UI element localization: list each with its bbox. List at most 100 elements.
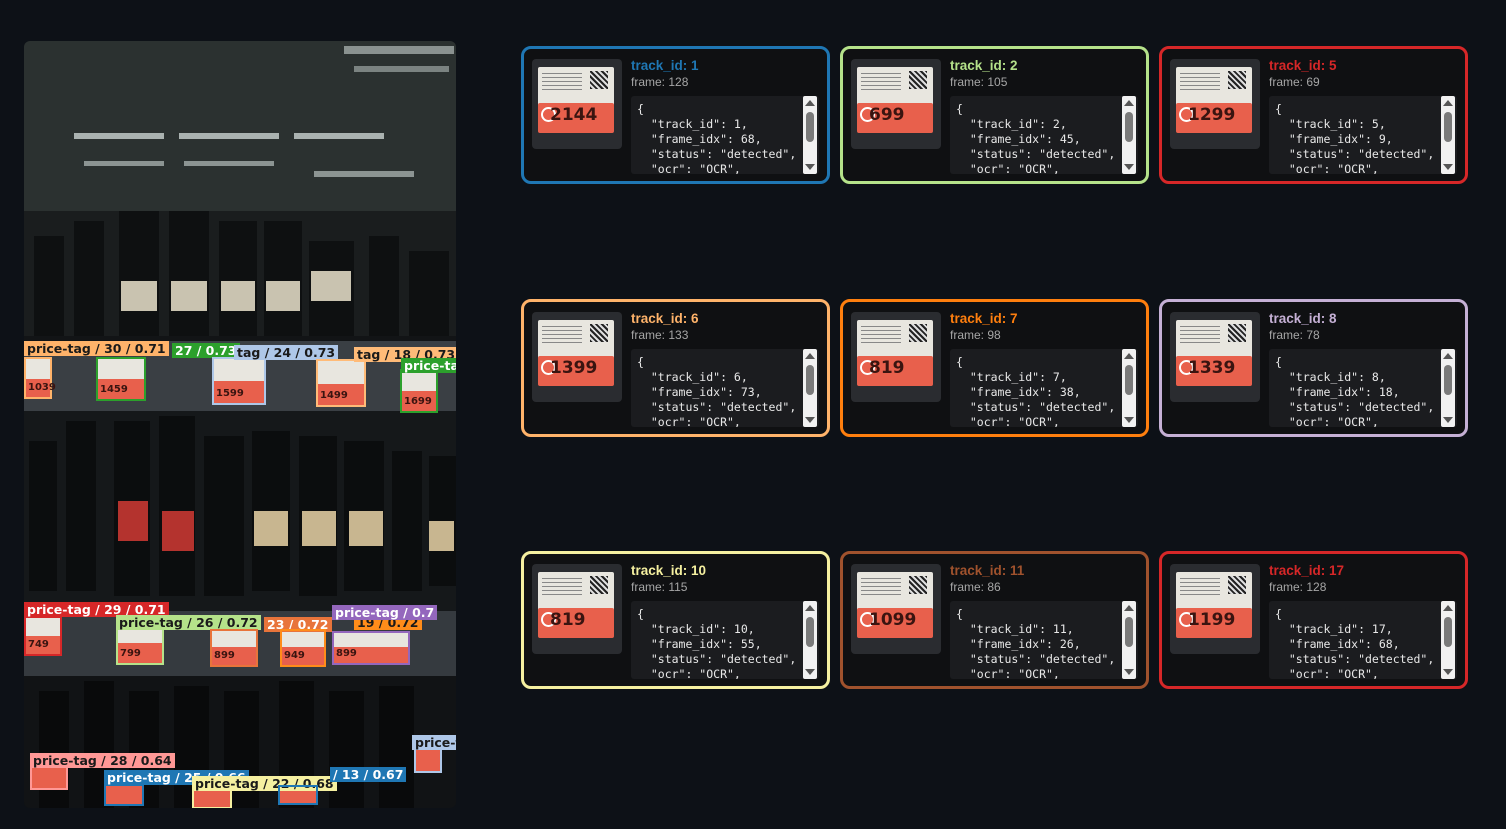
json-line: "track_id": 5,	[1275, 117, 1386, 131]
price-tag-thumbnail: 1399	[532, 312, 622, 402]
tag-price: 1299	[1188, 105, 1236, 125]
qr-code-icon	[1228, 576, 1246, 594]
json-scrollbar[interactable]	[1122, 601, 1136, 679]
json-line: "track_id": 17,	[1275, 622, 1393, 636]
json-line: "frame_idx": 9,	[1275, 132, 1393, 146]
scroll-thumb[interactable]	[1125, 617, 1133, 647]
detection-box	[332, 631, 410, 665]
detection-price: 1699	[404, 396, 432, 407]
detection-label: price-tag / 26 / 0.72	[116, 615, 261, 630]
json-line: "frame_idx": 38,	[956, 385, 1081, 399]
scroll-up-icon[interactable]	[1443, 100, 1453, 106]
track-id-title: track_id: 7	[950, 311, 1018, 326]
scroll-thumb[interactable]	[1444, 617, 1452, 647]
scroll-thumb[interactable]	[806, 617, 814, 647]
tag-text-lines	[861, 326, 901, 346]
qr-code-icon	[590, 324, 608, 342]
json-scrollbar[interactable]	[803, 601, 817, 679]
track-card[interactable]: 819 track_id: 7 frame: 98 { "track_id": …	[840, 299, 1149, 437]
price-tag-thumbnail: 1339	[1170, 312, 1260, 402]
scroll-down-icon[interactable]	[1124, 669, 1134, 675]
discount-badge-icon	[860, 107, 875, 122]
scroll-down-icon[interactable]	[805, 669, 815, 675]
track-card[interactable]: 699 track_id: 2 frame: 105 { "track_id":…	[840, 46, 1149, 184]
json-line: {	[637, 102, 644, 116]
json-scrollbar[interactable]	[1441, 349, 1455, 427]
discount-badge-icon	[541, 360, 556, 375]
json-line: "frame_idx": 26,	[956, 637, 1081, 651]
json-scrollbar[interactable]	[803, 349, 817, 427]
json-line: "frame_idx": 18,	[1275, 385, 1400, 399]
scroll-thumb[interactable]	[1444, 365, 1452, 395]
discount-badge-icon	[1179, 107, 1194, 122]
scroll-up-icon[interactable]	[1124, 353, 1134, 359]
scroll-up-icon[interactable]	[805, 100, 815, 106]
track-card[interactable]: 1099 track_id: 11 frame: 86 { "track_id"…	[840, 551, 1149, 689]
json-line: "status": "detected",	[956, 147, 1116, 161]
json-viewer[interactable]: { "track_id": 1, "frame_idx": 68, "statu…	[631, 96, 819, 174]
json-line: {	[956, 355, 963, 369]
track-card[interactable]: 2144 track_id: 1 frame: 128 { "track_id"…	[521, 46, 830, 184]
track-card[interactable]: 819 track_id: 10 frame: 115 { "track_id"…	[521, 551, 830, 689]
scroll-up-icon[interactable]	[1443, 353, 1453, 359]
json-viewer[interactable]: { "track_id": 17, "frame_idx": 68, "stat…	[1269, 601, 1457, 679]
track-card[interactable]: 1199 track_id: 17 frame: 128 { "track_id…	[1159, 551, 1468, 689]
json-viewer[interactable]: { "track_id": 5, "frame_idx": 9, "status…	[1269, 96, 1457, 174]
scroll-up-icon[interactable]	[1124, 100, 1134, 106]
detection-box	[210, 629, 258, 667]
json-viewer[interactable]: { "track_id": 2, "frame_idx": 45, "statu…	[950, 96, 1138, 174]
json-scrollbar[interactable]	[1122, 96, 1136, 174]
json-line: "track_id": 2,	[956, 117, 1067, 131]
track-card[interactable]: 1299 track_id: 5 frame: 69 { "track_id":…	[1159, 46, 1468, 184]
scroll-down-icon[interactable]	[1443, 417, 1453, 423]
track-card[interactable]: 1339 track_id: 8 frame: 78 { "track_id":…	[1159, 299, 1468, 437]
detection-price: 799	[120, 648, 141, 659]
scroll-down-icon[interactable]	[1124, 417, 1134, 423]
json-scrollbar[interactable]	[803, 96, 817, 174]
detection-price: 949	[284, 650, 305, 661]
detection-price: 1459	[100, 384, 128, 395]
detection-box	[316, 359, 366, 407]
detection-price: 1039	[28, 382, 56, 393]
frame-number: frame: 133	[631, 328, 689, 342]
json-viewer[interactable]: { "track_id": 11, "frame_idx": 26, "stat…	[950, 601, 1138, 679]
scroll-up-icon[interactable]	[805, 353, 815, 359]
scroll-thumb[interactable]	[1444, 112, 1452, 142]
scroll-down-icon[interactable]	[805, 164, 815, 170]
json-scrollbar[interactable]	[1122, 349, 1136, 427]
json-line: "ocr": "OCR",	[956, 667, 1060, 679]
scroll-thumb[interactable]	[806, 112, 814, 142]
json-line: "track_id": 11,	[956, 622, 1074, 636]
json-line: "frame_idx": 45,	[956, 132, 1081, 146]
scroll-up-icon[interactable]	[805, 605, 815, 611]
frame-number: frame: 105	[950, 75, 1008, 89]
scroll-up-icon[interactable]	[1124, 605, 1134, 611]
price-tag-thumbnail: 2144	[532, 59, 622, 149]
json-viewer[interactable]: { "track_id": 7, "frame_idx": 38, "statu…	[950, 349, 1138, 427]
scroll-up-icon[interactable]	[1443, 605, 1453, 611]
json-line: "frame_idx": 68,	[1275, 637, 1400, 651]
json-scrollbar[interactable]	[1441, 96, 1455, 174]
scroll-thumb[interactable]	[1125, 365, 1133, 395]
json-viewer[interactable]: { "track_id": 8, "frame_idx": 18, "statu…	[1269, 349, 1457, 427]
json-line: "frame_idx": 73,	[637, 385, 762, 399]
json-viewer[interactable]: { "track_id": 10, "frame_idx": 55, "stat…	[631, 601, 819, 679]
scroll-thumb[interactable]	[1125, 112, 1133, 142]
tag-text-lines	[1180, 578, 1220, 598]
tag-text-lines	[542, 578, 582, 598]
scroll-down-icon[interactable]	[805, 417, 815, 423]
detection-label: price-tag / 0.7	[332, 605, 438, 620]
scroll-thumb[interactable]	[806, 365, 814, 395]
detection-label: price-tag / 30 / 0.71	[24, 341, 169, 356]
json-scrollbar[interactable]	[1441, 601, 1455, 679]
discount-badge-icon	[1179, 360, 1194, 375]
json-line: "status": "detected",	[1275, 400, 1435, 414]
json-viewer[interactable]: { "track_id": 6, "frame_idx": 73, "statu…	[631, 349, 819, 427]
json-line: {	[637, 355, 644, 369]
detection-box	[280, 629, 326, 667]
track-card[interactable]: 1399 track_id: 6 frame: 133 { "track_id"…	[521, 299, 830, 437]
scroll-down-icon[interactable]	[1443, 164, 1453, 170]
scroll-down-icon[interactable]	[1443, 669, 1453, 675]
json-line: {	[956, 607, 963, 621]
scroll-down-icon[interactable]	[1124, 164, 1134, 170]
